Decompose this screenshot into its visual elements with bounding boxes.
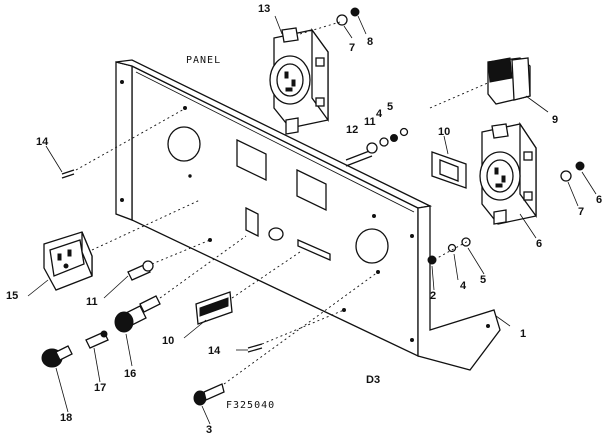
bolt-3 [193,271,379,406]
callout-7-right: 7 [578,206,585,218]
screw-14-bottom [247,309,345,353]
callout-9: 9 [552,114,559,126]
screw-14-left [61,107,187,179]
callout-5-top: 5 [387,101,394,113]
callout-4-top: 4 [376,108,383,120]
callout-18: 18 [60,412,73,424]
callout-10-top: 10 [438,126,451,138]
callout-6-outlet: 6 [536,238,543,250]
section-label: D3 [366,374,381,386]
leader-lines [27,15,597,425]
receptacle-15 [43,199,201,291]
callout-4-bottom: 4 [460,280,467,292]
callout-8: 8 [367,36,374,48]
callout-7-top: 7 [349,42,356,54]
callout-15: 15 [6,290,19,302]
outlet-6 [479,121,537,225]
callout-2: 2 [430,290,437,302]
callout-10-bottom: 10 [162,335,175,347]
callout-13: 13 [258,3,271,15]
small-hardware-right [427,237,471,265]
callout-6-right: 6 [596,194,603,206]
callout-5-bottom: 5 [480,274,487,286]
figure-code: F325040 [226,400,276,411]
callout-3: 3 [206,424,213,436]
fuse-holder-16 [114,235,247,333]
rocker-switch-9 [429,57,531,109]
fuse-17 [85,330,109,349]
nuts-7-8-right [560,161,585,182]
callout-14-bottom: 14 [208,345,221,357]
callout-12: 12 [346,124,359,136]
callout-17: 17 [94,382,107,394]
callout-14-left: 14 [36,136,49,148]
panel-label: PANEL [186,55,222,66]
callout-11-bottom: 11 [86,296,98,308]
callout-16: 16 [124,368,137,380]
nuts-7-8-top [299,7,360,35]
cap-18 [41,345,73,368]
callout-11-top: 11 [364,116,376,128]
control-panel [115,59,501,371]
cover-plate-10-top [431,151,467,189]
outlet-13 [269,27,329,135]
indicator-lamp-11 [127,239,211,281]
terminal-strip-10 [195,251,301,325]
small-hardware-top [345,127,409,167]
callout-1: 1 [520,328,527,340]
